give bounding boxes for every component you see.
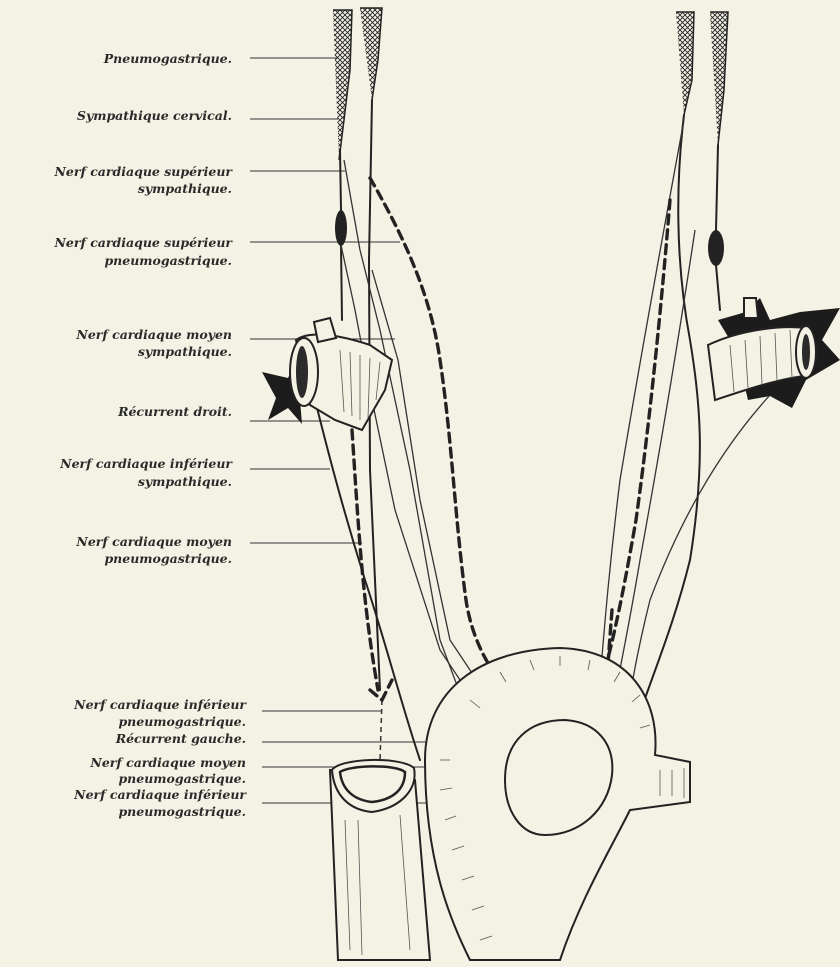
- right-pneumogastrique-trunk: [676, 12, 694, 115]
- label-nerf-cardiaque-inferieur-pneumogastrique-b: Nerf cardiaque inférieur: [73, 787, 247, 802]
- label-nerf-cardiaque-moyen-pneumogastrique-b: Nerf cardiaque moyen: [89, 755, 246, 770]
- label-nerf-cardiaque-inferieur-pneumogastrique-a-2: pneumogastrique.: [118, 714, 246, 729]
- label-nerf-cardiaque-inferieur-pneumogastrique-a: Nerf cardiaque inférieur: [73, 697, 247, 712]
- right-cervical-ganglion: [708, 230, 724, 266]
- label-nerf-cardiaque-superieur-pneumogastrique-2: pneumogastrique.: [104, 253, 232, 268]
- left-sympathique-trunk: [360, 8, 382, 100]
- cut-vessel-bottom-left: [330, 760, 430, 960]
- label-nerf-cardiaque-inferieur-sympathique-2: sympathique.: [138, 474, 232, 489]
- label-nerf-cardiaque-superieur-sympathique: Nerf cardiaque supérieur: [54, 164, 234, 179]
- label-nerf-cardiaque-superieur-sympathique-2: sympathique.: [138, 181, 232, 196]
- label-pneumogastrique: Pneumogastrique.: [103, 51, 232, 66]
- left-subclavian-artery: [708, 298, 840, 408]
- label-nerf-cardiaque-moyen-pneumogastrique-b-2: pneumogastrique.: [118, 771, 246, 786]
- label-sympathique-cervical: Sympathique cervical.: [77, 108, 232, 123]
- label-nerf-cardiaque-moyen-sympathique: Nerf cardiaque moyen: [75, 327, 232, 342]
- aortic-arch: [425, 648, 690, 960]
- label-recurrent-droit: Récurrent droit.: [117, 404, 232, 419]
- labels: Pneumogastrique. Sympathique cervical. N…: [54, 51, 248, 819]
- label-nerf-cardiaque-superieur-pneumogastrique: Nerf cardiaque supérieur: [54, 235, 234, 250]
- label-nerf-cardiaque-moyen-pneumogastrique: Nerf cardiaque moyen: [75, 534, 232, 549]
- right-sympathique-trunk: [710, 12, 728, 145]
- right-subclavian-artery: [262, 318, 392, 430]
- left-pneumogastrique-trunk: [333, 10, 352, 160]
- label-nerf-cardiaque-inferieur-sympathique: Nerf cardiaque inférieur: [59, 456, 233, 471]
- label-recurrent-gauche: Récurrent gauche.: [115, 731, 246, 746]
- label-nerf-cardiaque-inferieur-pneumogastrique-b-2: pneumogastrique.: [118, 804, 246, 819]
- label-nerf-cardiaque-moyen-pneumogastrique-2: pneumogastrique.: [104, 551, 232, 566]
- left-superior-sympathetic-cardiac-nerve: [370, 178, 550, 730]
- left-cervical-ganglion: [335, 210, 347, 246]
- label-nerf-cardiaque-moyen-sympathique-2: sympathique.: [138, 344, 232, 359]
